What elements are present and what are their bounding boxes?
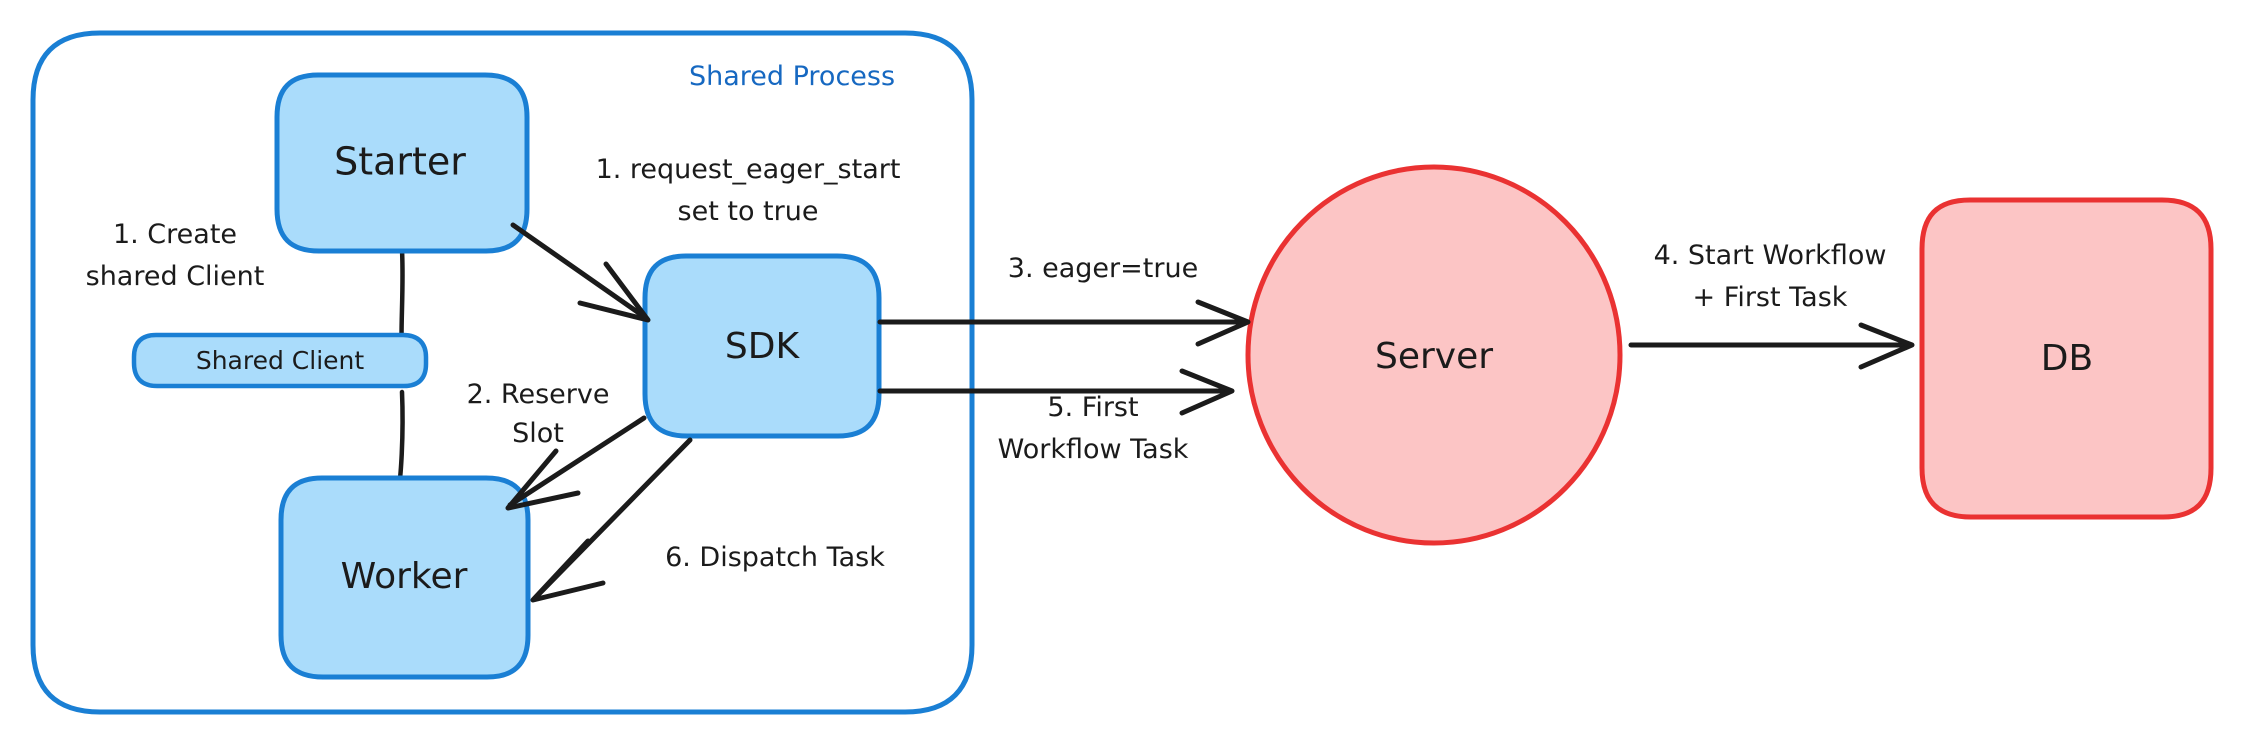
node-server-label: Server: [1375, 336, 1493, 377]
node-worker[interactable]: Worker: [278, 475, 531, 680]
edge-create-shared-client-line2: shared Client: [86, 261, 265, 292]
node-db[interactable]: DB: [1919, 197, 2214, 520]
node-starter-label: Starter: [334, 140, 466, 184]
edge-reserve-slot-line2: Slot: [512, 418, 564, 449]
shared-process-container[interactable]: Shared Process: [30, 30, 975, 715]
node-starter[interactable]: Starter: [274, 72, 530, 254]
edge-start-workflow-first-task: 4. Start Workflow + First Task: [1628, 240, 1915, 370]
edge-reserve-slot-line1: 2. Reserve: [467, 379, 610, 410]
edge-request-eager-start-line2: set to true: [678, 196, 819, 227]
edge-create-shared-client: 1. Create shared Client: [86, 219, 405, 481]
node-server[interactable]: Server: [1245, 164, 1623, 546]
edge-first-workflow-task-line1: 5. First: [1047, 392, 1138, 423]
edge-dispatch-task: 6. Dispatch Task: [530, 437, 885, 603]
node-worker-label: Worker: [341, 556, 468, 597]
node-sdk-label: SDK: [725, 326, 801, 367]
edge-eager-true: 3. eager=true: [877, 253, 1251, 347]
edge-first-workflow-task: 5. First Workflow Task: [877, 368, 1235, 465]
node-sdk[interactable]: SDK: [642, 253, 882, 439]
edge-first-workflow-task-line2: Workflow Task: [998, 434, 1189, 465]
edge-start-workflow-first-task-line1: 4. Start Workflow: [1654, 240, 1887, 271]
edge-eager-true-label: 3. eager=true: [1008, 253, 1198, 284]
edge-request-eager-start: 1. request_eager_start set to true: [510, 154, 901, 323]
node-shared-client-label: Shared Client: [196, 346, 365, 375]
node-db-label: DB: [2041, 338, 2093, 379]
edge-dispatch-task-label: 6. Dispatch Task: [665, 542, 885, 573]
edge-start-workflow-first-task-line2: + First Task: [1693, 282, 1848, 313]
edge-reserve-slot: 2. Reserve Slot: [467, 379, 647, 511]
edge-request-eager-start-line1: 1. request_eager_start: [596, 154, 901, 185]
node-shared-client[interactable]: Shared Client: [131, 332, 429, 389]
edge-create-shared-client-line1: 1. Create: [113, 219, 237, 250]
shared-process-label: Shared Process: [689, 61, 895, 92]
